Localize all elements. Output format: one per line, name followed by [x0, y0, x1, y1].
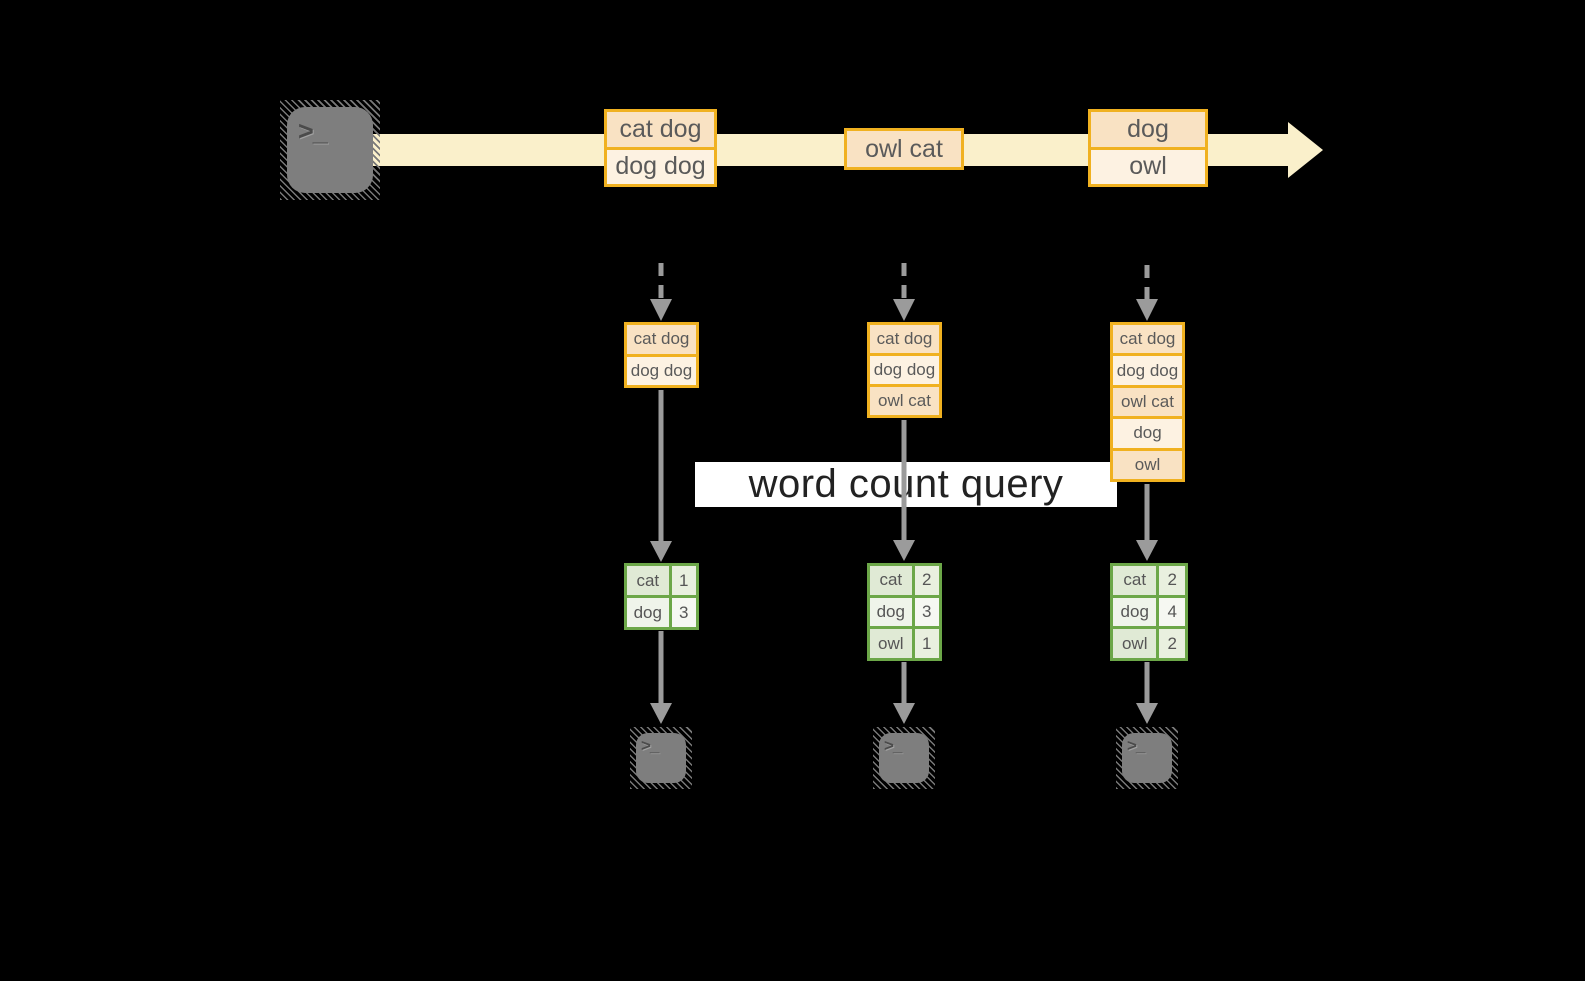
accumulated-batch-3: cat dog dog dog owl cat dog owl [1110, 322, 1185, 482]
stream-event-batch-2: owl cat [844, 128, 964, 170]
arrowhead-icon [1136, 703, 1158, 724]
word-count-table-1: cat 1 dog 3 [624, 563, 699, 630]
sink-terminal-icon-2: >_ [873, 727, 935, 789]
arrowhead-icon [650, 541, 672, 562]
batch-record: owl cat [870, 387, 939, 415]
sink-terminal-icon-3: >_ [1116, 727, 1178, 789]
dashed-arrowhead-icon [893, 299, 915, 321]
dashed-arrowhead-icon [1136, 299, 1158, 321]
query-label: word count query [695, 462, 1117, 507]
stream-record: owl [1091, 149, 1205, 184]
arrowhead-icon [893, 703, 915, 724]
table-cell-word: cat [1113, 566, 1157, 595]
batch-record: cat dog [870, 325, 939, 353]
batch-record: owl [1113, 450, 1182, 480]
terminal-prompt-icon: >_ [884, 736, 902, 755]
table-cell-count: 2 [914, 566, 939, 595]
stream-event-batch-3: dog owl [1088, 109, 1208, 187]
table-cell-word: cat [870, 566, 912, 595]
table-cell-word: dog [627, 598, 669, 627]
terminal-face [1122, 733, 1172, 783]
sink-terminal-icon-1: >_ [630, 727, 692, 789]
accumulated-batch-2: cat dog dog dog owl cat [867, 322, 942, 418]
word-count-table-2: cat 2 dog 3 owl 1 [867, 563, 942, 661]
stream-record: cat dog [607, 112, 714, 147]
arrowhead-icon [893, 540, 915, 561]
terminal-prompt-icon: >_ [1127, 736, 1145, 755]
table-cell-count: 3 [914, 597, 939, 627]
table-cell-count: 3 [671, 598, 696, 627]
stream-arrowhead-icon [1288, 122, 1323, 178]
stream-record: dog [1091, 112, 1205, 147]
terminal-face [287, 107, 373, 193]
word-count-table-3: cat 2 dog 4 owl 2 [1110, 563, 1188, 661]
stream-record: dog dog [607, 149, 714, 184]
stream-event-batch-1: cat dog dog dog [604, 109, 717, 187]
batch-record: dog dog [627, 356, 696, 385]
arrowhead-icon [1136, 540, 1158, 561]
arrowhead-icon [650, 703, 672, 724]
accumulated-batch-1: cat dog dog dog [624, 322, 699, 388]
table-cell-word: dog [870, 597, 912, 627]
terminal-face [879, 733, 929, 783]
table-cell-word: owl [870, 629, 912, 658]
terminal-face [636, 733, 686, 783]
table-cell-count: 1 [914, 629, 939, 658]
stream-record: owl cat [847, 131, 961, 167]
table-cell-word: cat [627, 566, 669, 595]
terminal-prompt-icon: >_ [641, 736, 659, 755]
table-cell-count: 2 [1159, 629, 1185, 658]
terminal-prompt-icon: >_ [298, 116, 328, 146]
dashed-arrowhead-icon [650, 299, 672, 321]
batch-record: dog [1113, 419, 1182, 448]
batch-record: dog dog [870, 356, 939, 384]
batch-record: dog dog [1113, 356, 1182, 385]
table-cell-count: 2 [1159, 566, 1185, 595]
table-cell-word: owl [1113, 629, 1157, 658]
table-cell-word: dog [1113, 597, 1157, 627]
batch-record: owl cat [1113, 387, 1182, 417]
batch-record: cat dog [1113, 325, 1182, 354]
batch-record: cat dog [627, 325, 696, 354]
table-cell-count: 4 [1159, 597, 1185, 627]
table-cell-count: 1 [671, 566, 696, 595]
source-terminal-icon: >_ [280, 100, 380, 200]
